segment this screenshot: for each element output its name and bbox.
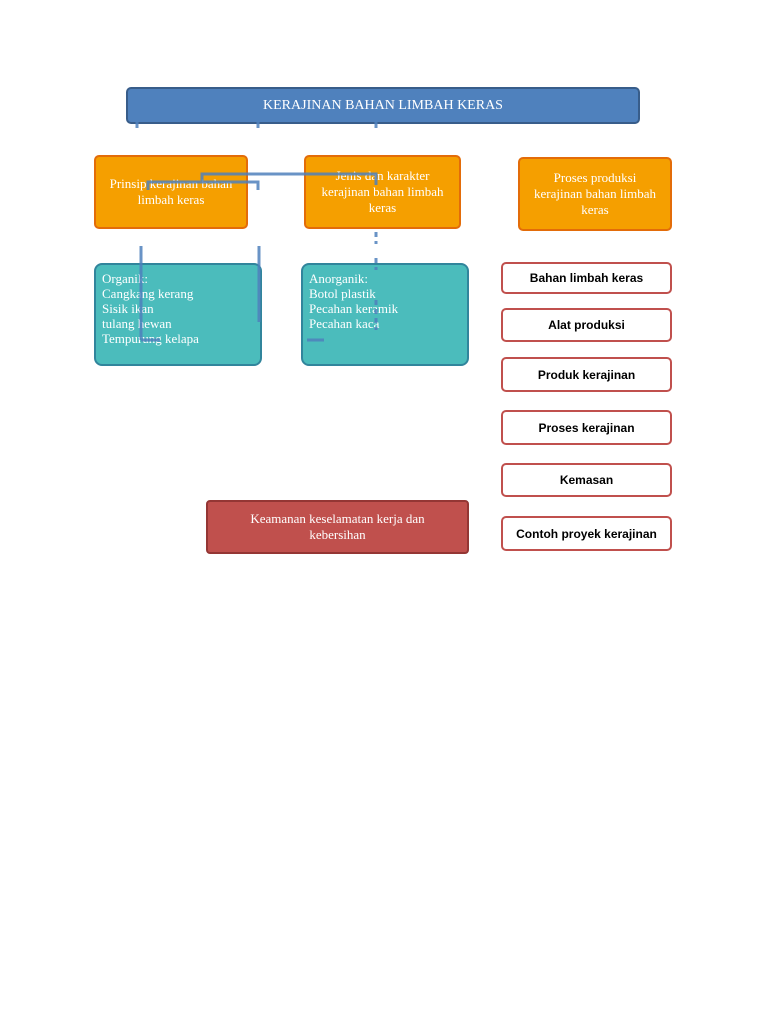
- proses-item-label: Kemasan: [559, 473, 614, 487]
- anorganik-line: Pecahan keramik: [309, 301, 399, 316]
- proses-item-label: Bahan limbah keras: [529, 271, 644, 285]
- organik-line: Organik:: [102, 271, 148, 286]
- jenis-text: Jenis dan karakter kerajinan bahan limba…: [321, 168, 444, 215]
- organik-line: Sisik ikan: [102, 301, 154, 316]
- organik-line: Tempurung kelapa: [102, 331, 199, 346]
- anorganik-line: Pecahan kaca: [309, 316, 380, 331]
- anorganik-box: Anorganik: Botol plastik Pecahan keramik…: [301, 263, 469, 366]
- proses-item-produk: Produk kerajinan: [501, 357, 672, 392]
- keamanan-text: Keamanan keselamatan kerja dan kebersiha…: [250, 511, 425, 542]
- proses-item-label: Contoh proyek kerajinan: [516, 526, 657, 541]
- proses-item-kemasan: Kemasan: [501, 463, 672, 497]
- prinsip-text: Prinsip kerajinan bahan limbah keras: [109, 176, 233, 207]
- title-box: KERAJINAN BAHAN LIMBAH KERAS: [126, 87, 640, 124]
- proses-box: Proses produksi kerajinan bahan limbah k…: [518, 157, 672, 231]
- organik-line: Cangkang kerang: [102, 286, 194, 301]
- proses-item-contoh: Contoh proyek kerajinan: [501, 516, 672, 551]
- prinsip-box: Prinsip kerajinan bahan limbah keras: [94, 155, 248, 229]
- proses-item-label: Proses kerajinan: [538, 420, 635, 435]
- anorganik-line: Botol plastik: [309, 286, 376, 301]
- anorganik-line: Anorganik:: [309, 271, 368, 286]
- proses-text: Proses produksi kerajinan bahan limbah k…: [533, 170, 656, 217]
- proses-item-label: Alat produksi: [548, 318, 625, 332]
- jenis-box: Jenis dan karakter kerajinan bahan limba…: [304, 155, 461, 229]
- proses-item-label: Produk kerajinan: [537, 367, 636, 382]
- proses-item-bahan: Bahan limbah keras: [501, 262, 672, 294]
- keamanan-box: Keamanan keselamatan kerja dan kebersiha…: [206, 500, 469, 554]
- title-text: KERAJINAN BAHAN LIMBAH KERAS: [263, 97, 503, 113]
- organik-line: tulang hewan: [102, 316, 172, 331]
- organik-box: Organik: Cangkang kerang Sisik ikan tula…: [94, 263, 262, 366]
- proses-item-alat: Alat produksi: [501, 308, 672, 342]
- proses-item-proses: Proses kerajinan: [501, 410, 672, 445]
